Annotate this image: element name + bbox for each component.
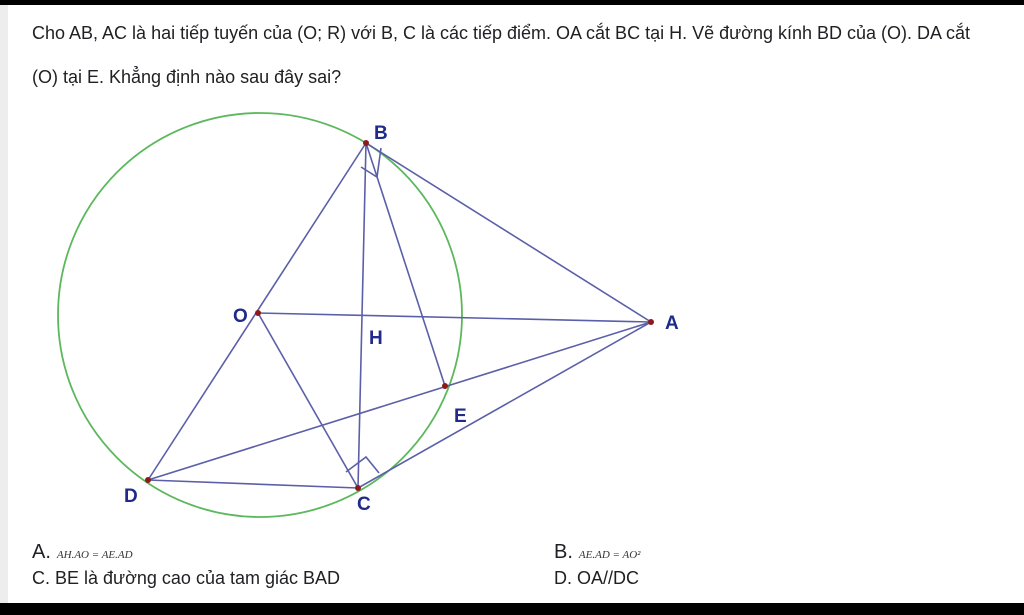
option-c[interactable]: C. BE là đường cao của tam giác BAD — [32, 568, 340, 589]
right-angle-mark-b — [360, 147, 382, 179]
top-border — [0, 0, 1024, 5]
label-a: A — [665, 313, 679, 334]
option-a-letter: A. — [32, 541, 51, 563]
segment-da — [147, 321, 652, 481]
segment-bc — [357, 142, 367, 489]
segment-oc — [257, 312, 359, 489]
option-b-text: AE.AD = AO² — [578, 549, 641, 561]
option-c-letter: C. — [32, 568, 50, 588]
label-c: C — [357, 494, 371, 515]
option-b-letter: B. — [554, 541, 573, 563]
point-a — [648, 319, 654, 325]
segment-ca — [357, 321, 652, 489]
option-d[interactable]: D. OA//DC — [554, 568, 639, 589]
label-o: O — [233, 306, 248, 327]
point-e — [442, 383, 448, 389]
option-c-text: BE là đường cao của tam giác BAD — [55, 568, 341, 588]
option-a[interactable]: A. AH.AO = AE.AD — [32, 541, 133, 564]
label-e: E — [454, 406, 467, 427]
question-text-line-2: (O) tại E. Khẳng định nào sau đây sai? — [32, 67, 342, 87]
question-page: Cho AB, AC là hai tiếp tuyến của (O; R) … — [8, 5, 1024, 603]
geometry-figure: B O H A E D C — [57, 112, 679, 518]
point-c — [355, 485, 361, 491]
option-d-text: OA//DC — [577, 568, 640, 588]
segment-dc — [147, 479, 359, 489]
left-margin-strip — [0, 5, 8, 603]
segment-oa — [257, 312, 652, 323]
point-b — [363, 140, 369, 146]
segment-be — [365, 142, 446, 387]
point-d — [145, 477, 151, 483]
circle-o — [57, 112, 463, 518]
right-angle-mark-c — [345, 455, 380, 474]
point-o — [255, 310, 261, 316]
bottom-border — [0, 603, 1024, 615]
option-b[interactable]: B. AE.AD = AO² — [554, 541, 640, 564]
label-b: B — [374, 123, 388, 144]
option-d-letter: D. — [554, 568, 572, 588]
question-text-line-1: Cho AB, AC là hai tiếp tuyến của (O; R) … — [32, 23, 971, 43]
option-a-text: AH.AO = AE.AD — [56, 549, 133, 561]
label-d: D — [124, 486, 138, 507]
segment-ba — [365, 142, 652, 323]
label-h: H — [369, 328, 383, 349]
